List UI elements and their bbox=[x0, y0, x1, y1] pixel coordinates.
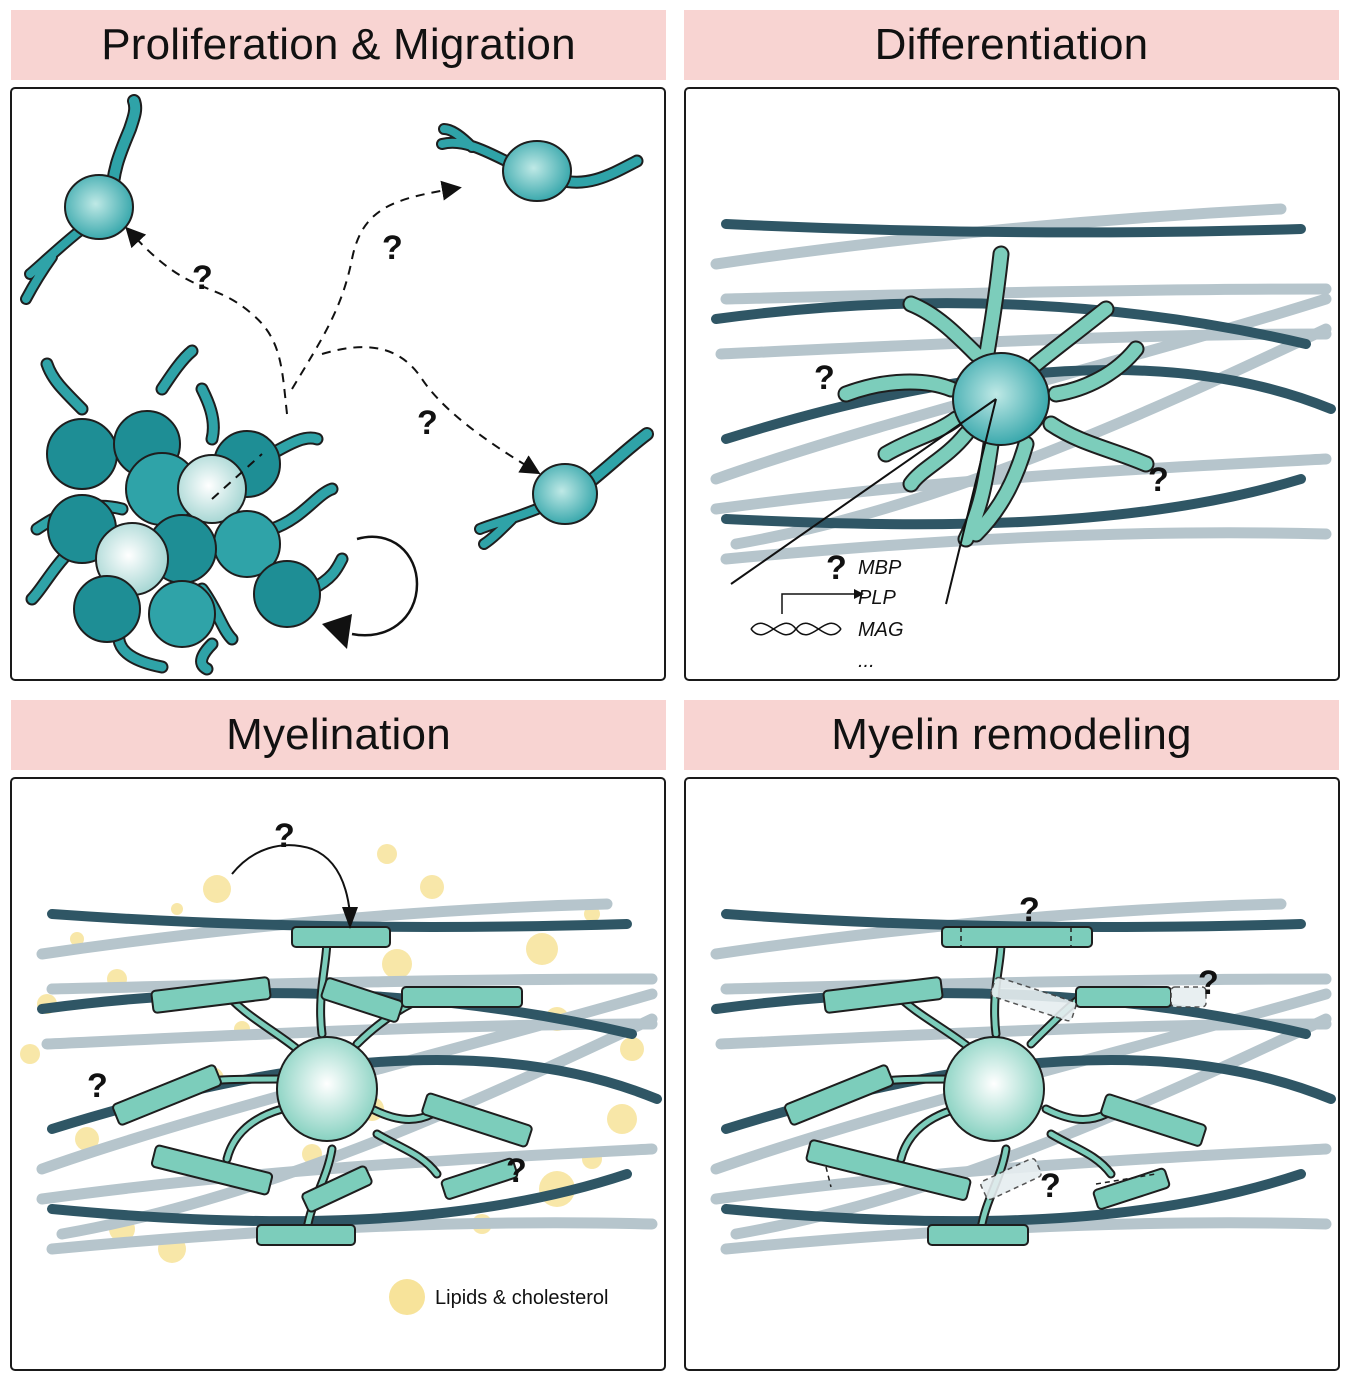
header-differentiation: Differentiation bbox=[684, 10, 1339, 80]
question-mark: ? bbox=[87, 1067, 108, 1105]
header-myelination: Myelination bbox=[11, 700, 666, 770]
panel-myelination: ? ? ? Lipids & cholesterol bbox=[10, 777, 666, 1371]
remodeled-sheaths bbox=[980, 976, 1207, 1201]
myelination-illustration: ? ? ? Lipids & cholesterol bbox=[20, 817, 662, 1315]
gene-label-plp: PLP bbox=[858, 587, 896, 609]
migrating-cell-2 bbox=[436, 123, 644, 202]
title-remodeling: Myelin remodeling bbox=[831, 710, 1192, 759]
legend-label: Lipids & cholesterol bbox=[435, 1287, 608, 1309]
header-proliferation: Proliferation & Migration bbox=[11, 10, 666, 80]
myelin-sheaths bbox=[784, 926, 1207, 1246]
question-mark: ? bbox=[274, 817, 295, 855]
gene-label-mag: MAG bbox=[858, 619, 904, 641]
lipid-transfer-arrow bbox=[231, 844, 358, 929]
gene-expression-diagram: MBP PLP MAG ... bbox=[750, 557, 904, 672]
header-remodeling: Myelin remodeling bbox=[684, 700, 1339, 770]
proliferation-illustration: ? ? ? bbox=[20, 94, 654, 676]
remodeling-illustration: ? ? ? bbox=[710, 891, 1336, 1255]
title-myelination: Myelination bbox=[226, 710, 451, 759]
gene-label-more: ... bbox=[858, 650, 875, 672]
question-mark: ? bbox=[506, 1152, 527, 1190]
question-mark: ? bbox=[814, 359, 835, 397]
legend: Lipids & cholesterol bbox=[389, 1279, 608, 1315]
gene-label-mbp: MBP bbox=[858, 557, 902, 579]
question-mark: ? bbox=[826, 549, 847, 587]
question-mark: ? bbox=[1198, 964, 1219, 1002]
migration-paths bbox=[125, 180, 541, 500]
differentiating-oligodendrocyte bbox=[730, 245, 1155, 605]
question-mark: ? bbox=[417, 404, 438, 442]
myelin-sheaths bbox=[112, 926, 533, 1246]
migrating-cell-3 bbox=[474, 427, 654, 550]
question-mark: ? bbox=[1040, 1167, 1061, 1205]
question-mark: ? bbox=[1019, 891, 1040, 929]
panel-differentiation: ? ? ? MBP PLP MAG ... bbox=[684, 87, 1340, 681]
title-proliferation: Proliferation & Migration bbox=[101, 20, 576, 69]
differentiation-illustration: ? ? ? MBP PLP MAG ... bbox=[710, 203, 1336, 672]
self-renewal-arrow bbox=[322, 535, 419, 649]
legend-lipid-swatch bbox=[389, 1279, 425, 1315]
proliferating-cell-cluster bbox=[25, 344, 349, 676]
migrating-cell-1 bbox=[20, 94, 143, 305]
question-mark: ? bbox=[382, 229, 403, 267]
question-mark: ? bbox=[192, 259, 213, 297]
oligodendrocyte-soma bbox=[276, 1036, 378, 1142]
oligodendrocyte-soma bbox=[943, 1036, 1045, 1142]
panel-proliferation: ? ? ? bbox=[10, 87, 666, 681]
question-mark: ? bbox=[1148, 461, 1169, 499]
panel-remodeling: ? ? ? bbox=[684, 777, 1340, 1371]
title-differentiation: Differentiation bbox=[874, 20, 1149, 69]
